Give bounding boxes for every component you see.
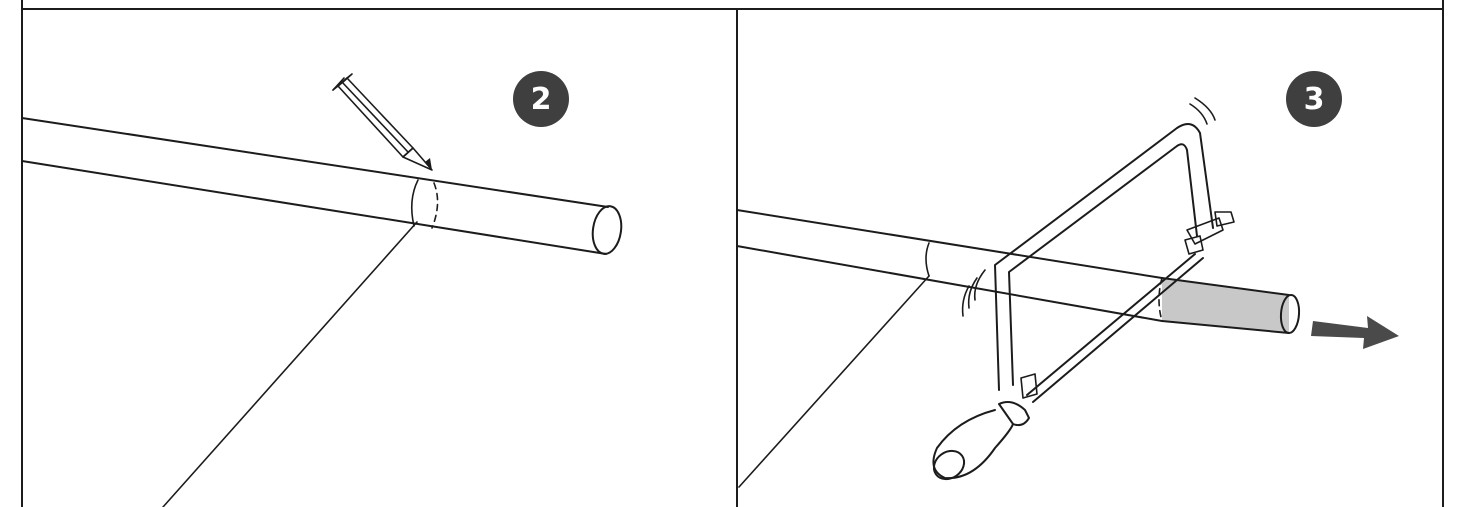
rod-icon (21, 117, 623, 255)
step-2-panel: 2 (21, 71, 623, 507)
step-2-illustration (21, 73, 623, 507)
arrow-right-icon (1311, 316, 1399, 349)
rod-icon (736, 209, 1301, 334)
step-3-illustration (736, 97, 1399, 488)
step-number-badge: 3 (1286, 71, 1342, 127)
step-3-panel: 3 (736, 0, 1465, 507)
hacksaw-icon (932, 97, 1235, 481)
cut-off-rod-piece (1158, 277, 1301, 334)
table-edge-line (738, 275, 930, 488)
pencil-icon (332, 73, 433, 171)
table-edge-line (162, 221, 418, 507)
step-number-label: 2 (530, 81, 552, 117)
step-number-label: 3 (1303, 81, 1325, 117)
step-number-badge: 2 (513, 71, 569, 127)
